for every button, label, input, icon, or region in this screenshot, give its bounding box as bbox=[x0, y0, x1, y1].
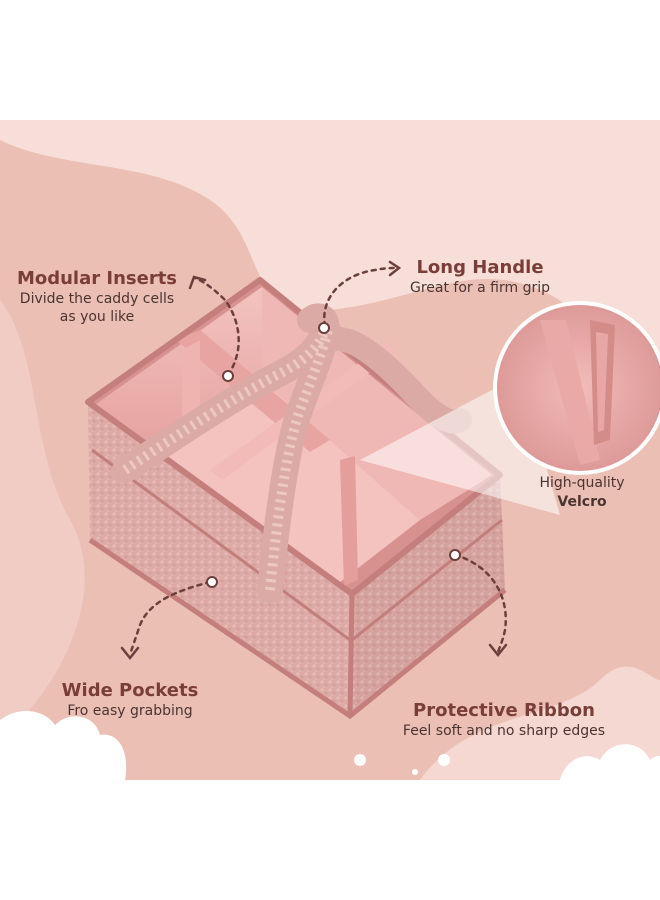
cloud-right bbox=[560, 744, 660, 780]
cloud-left bbox=[0, 710, 127, 780]
callout-title: Protective Ribbon bbox=[413, 700, 595, 721]
callout-description: Divide the caddy cells bbox=[19, 291, 175, 307]
caddy-front-shade bbox=[88, 402, 352, 716]
callout-description: Great for a firm grip bbox=[410, 280, 550, 296]
callout-highlight: Velcro bbox=[557, 494, 607, 510]
caddy-end-shade bbox=[350, 475, 505, 716]
callout-wide-pockets: Wide Pockets Fro easy grabbing bbox=[50, 680, 210, 720]
bubble-dot bbox=[438, 754, 450, 766]
callout-modular-inserts: Modular Inserts Divide the caddy cells a… bbox=[14, 268, 180, 326]
pocket-seam bbox=[91, 448, 351, 642]
callout-velcro: High-quality Velcro bbox=[520, 474, 644, 512]
bubble-dot bbox=[412, 769, 418, 775]
bubble-dot bbox=[354, 754, 366, 766]
caddy-divider bbox=[340, 456, 358, 586]
anchor-dot bbox=[206, 576, 218, 588]
callout-anchor-dots bbox=[206, 322, 461, 588]
anchor-dot bbox=[222, 370, 234, 382]
pocket-seam bbox=[351, 518, 503, 642]
callout-line-modular bbox=[193, 276, 240, 377]
callout-protective-ribbon: Protective Ribbon Feel soft and no sharp… bbox=[398, 700, 610, 740]
protective-ribbon-corner bbox=[347, 593, 355, 717]
anchor-dot bbox=[449, 549, 461, 561]
callout-description: High-quality bbox=[539, 475, 625, 491]
velcro-strip bbox=[596, 332, 608, 432]
caddy-end-side bbox=[350, 475, 505, 716]
caddy-front-side bbox=[88, 402, 352, 716]
callout-lines bbox=[128, 266, 507, 657]
callout-title: Modular Inserts bbox=[16, 268, 178, 289]
long-handle bbox=[257, 317, 341, 603]
infographic-illustration bbox=[0, 120, 660, 780]
callout-line-handle bbox=[322, 266, 397, 328]
background-curve bbox=[420, 666, 660, 780]
velcro-flap bbox=[540, 320, 600, 465]
anchor-dot bbox=[318, 322, 330, 334]
callout-description: Feel soft and no sharp edges bbox=[402, 723, 606, 739]
callout-long-handle: Long Handle Great for a firm grip bbox=[400, 257, 560, 297]
callout-arrowheads bbox=[120, 260, 508, 661]
callout-line-ribbon bbox=[453, 553, 507, 654]
caddy-inner-wall bbox=[96, 287, 262, 480]
callout-title: Long Handle bbox=[416, 257, 544, 278]
callout-title: Wide Pockets bbox=[61, 680, 199, 701]
callout-description: Fro easy grabbing bbox=[67, 703, 193, 719]
callout-line-pockets bbox=[128, 580, 212, 657]
background-swirl bbox=[0, 300, 85, 720]
product-infographic: Modular Inserts Divide the caddy cells a… bbox=[0, 120, 660, 780]
callout-description: as you like bbox=[59, 309, 135, 325]
